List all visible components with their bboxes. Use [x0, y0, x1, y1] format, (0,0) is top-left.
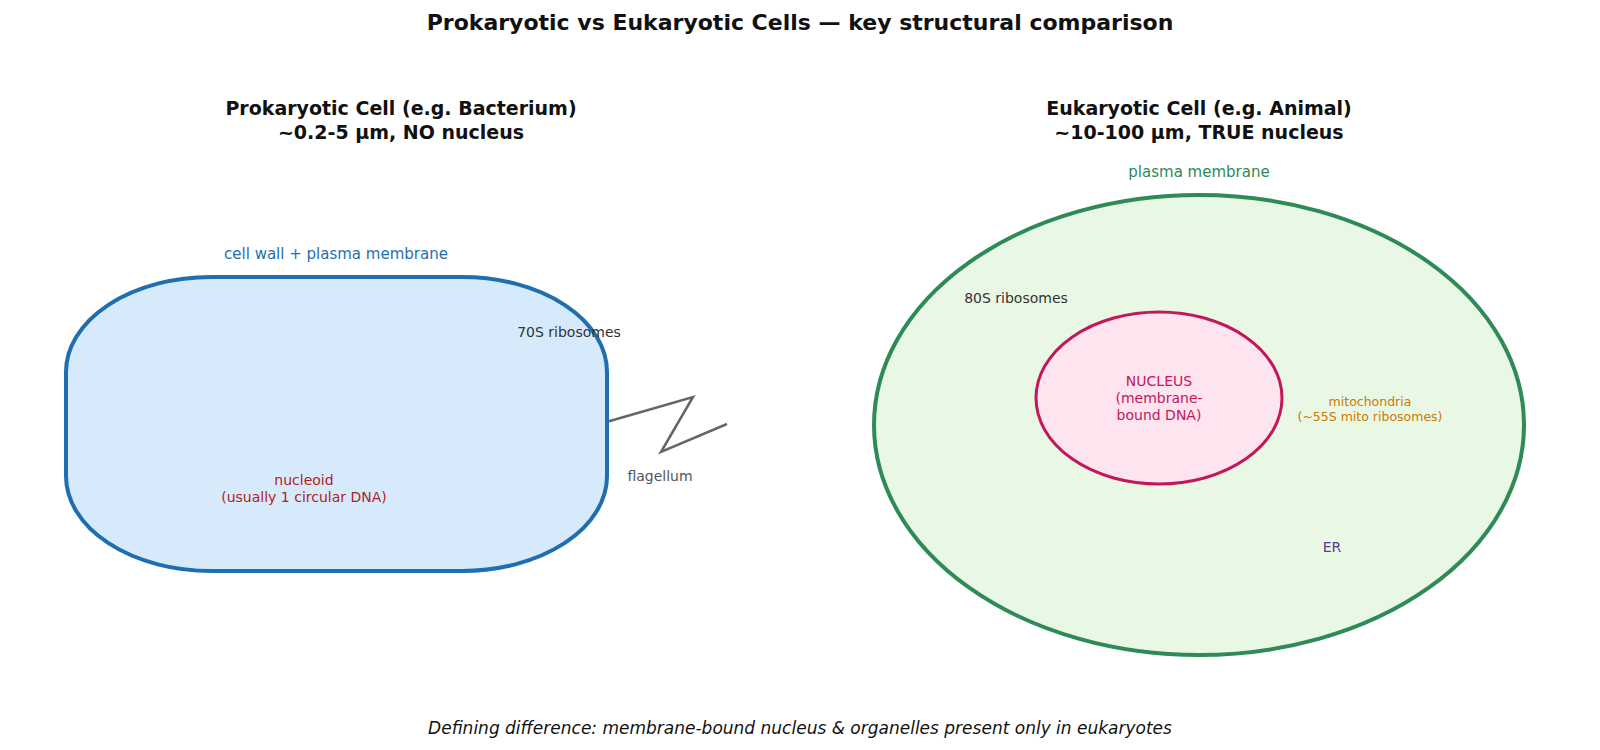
eukaryotic-cell-shape	[874, 195, 1524, 655]
part-label: flagellum	[627, 468, 692, 485]
title: Prokaryotic vs Eukaryotic Cells — key st…	[427, 10, 1174, 36]
nucleoid-label: nucleoid (usually 1 circular DNA)	[221, 472, 387, 506]
nucleus-shape	[1036, 312, 1282, 484]
caption: Defining difference: membrane-bound nucl…	[428, 718, 1172, 738]
mitochondria-label: mitochondria (~55S mito ribosomes)	[1298, 394, 1443, 424]
prokaryotic-cell: cell wall + plasma membranenucleoid (usu…	[64, 275, 609, 573]
eukaryotic-cell: plasma membrane80S ribosomesmitochondria…	[872, 193, 1526, 657]
ribosome-label: 80S ribosomes	[964, 290, 1068, 307]
membrane-label: cell wall + plasma membrane	[224, 245, 448, 263]
flagellum	[596, 397, 727, 452]
panel-heading: ~0.2-5 µm, NO nucleus	[278, 121, 524, 144]
nucleus-label: NUCLEUS (membrane- bound DNA)	[1103, 373, 1215, 423]
ribosome-label: 70S ribosomes	[517, 324, 621, 341]
panel-heading: ~10-100 µm, TRUE nucleus	[1054, 121, 1343, 144]
nucleus: NUCLEUS (membrane- bound DNA)	[1034, 310, 1284, 486]
prokaryotic-cell-outline	[64, 275, 609, 573]
prokaryotic-cell-shape	[66, 277, 607, 571]
panel-heading: Eukaryotic Cell (e.g. Animal)	[1046, 97, 1352, 120]
er-label: ER	[1323, 539, 1342, 556]
panel-heading: Prokaryotic Cell (e.g. Bacterium)	[225, 97, 576, 120]
membrane-label: plasma membrane	[1128, 163, 1269, 181]
